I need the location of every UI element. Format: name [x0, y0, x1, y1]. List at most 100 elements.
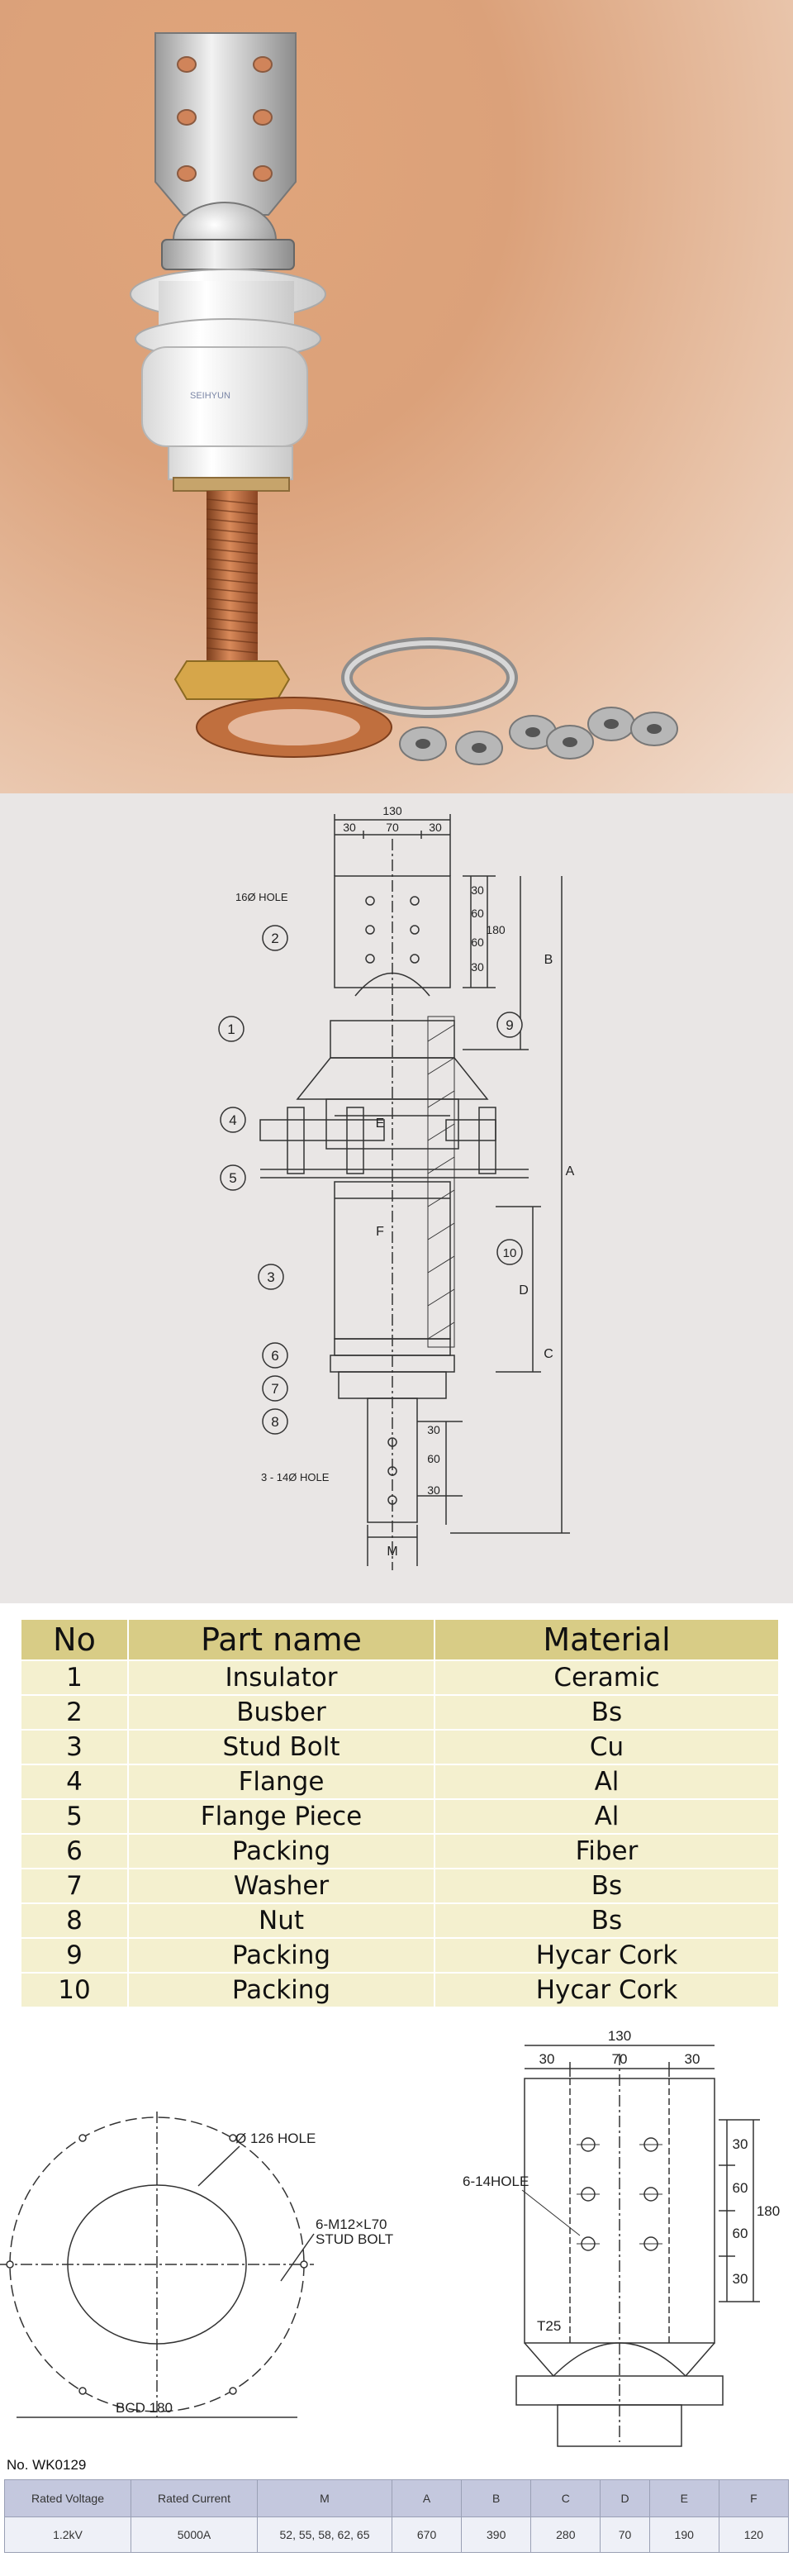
cell-no: 6: [20, 1833, 129, 1869]
cell-c: 280: [530, 2516, 601, 2553]
cell-no: 1: [20, 1659, 129, 1696]
dim-top-width: 130: [382, 804, 402, 817]
cell-no: 2: [20, 1694, 129, 1731]
terminal-top-width: 130: [608, 2028, 631, 2044]
header-part-name: Part name: [127, 1618, 435, 1661]
cell-material: Cu: [434, 1729, 780, 1765]
rating-section: No. WK0129 Rated Voltage Rated Current M…: [0, 2450, 793, 2576]
dim-right-3: 60: [471, 936, 484, 949]
dim-letter-f: F: [376, 1225, 384, 1239]
terminal-seg1: 30: [539, 2051, 555, 2067]
dim-right-total: 180: [486, 923, 506, 936]
cell-part-name: Busber: [127, 1694, 435, 1731]
stud-bolt-label-1: 6-M12×L70: [316, 2217, 387, 2232]
header-c: C: [530, 2479, 601, 2517]
cell-f: 120: [718, 2516, 790, 2553]
cell-e: 190: [648, 2516, 719, 2553]
terminal-seg3: 30: [685, 2051, 700, 2067]
rating-header-row: Rated Voltage Rated Current M A B C D E …: [4, 2479, 790, 2517]
hole-bottom-label: 3 - 14Ø HOLE: [261, 1471, 330, 1483]
cell-no: 10: [20, 1972, 129, 2008]
product-photo: SEIHYUN: [0, 0, 793, 793]
header-d: D: [600, 2479, 650, 2517]
cell-material: Hycar Cork: [434, 1937, 780, 1974]
cell-material: Bs: [434, 1868, 780, 1904]
model-code: No. WK0129: [7, 2457, 87, 2473]
dim-letter-e: E: [376, 1117, 385, 1131]
cell-part-name: Washer: [127, 1868, 435, 1904]
balloon-10: 10: [503, 1246, 517, 1260]
balloon-7: 7: [271, 1381, 278, 1397]
bushing-section-drawing: 1 2 3 4 5 6 7 8 9 10 130 30 70 30 30 60 …: [218, 804, 575, 1570]
cell-m: 52, 55, 58, 62, 65: [257, 2516, 392, 2553]
cell-material: Al: [434, 1798, 780, 1835]
header-rated-voltage: Rated Voltage: [4, 2479, 131, 2517]
cell-no: 7: [20, 1868, 129, 1904]
balloon-6: 6: [271, 1348, 278, 1364]
balloon-9: 9: [506, 1017, 513, 1033]
header-no: No: [20, 1618, 129, 1661]
terminal-t25-label: T25: [537, 2318, 561, 2334]
terminal-seg2: 70: [612, 2051, 628, 2067]
header-f: F: [718, 2479, 790, 2517]
balloon-4: 4: [229, 1112, 236, 1128]
dim-right-4: 30: [471, 960, 484, 974]
cell-rated-current: 5000A: [131, 2516, 258, 2553]
cell-b: 390: [461, 2516, 532, 2553]
cell-part-name: Stud Bolt: [127, 1729, 435, 1765]
cell-part-name: Packing: [127, 1937, 435, 1974]
terminal-v2: 60: [733, 2180, 748, 2196]
dim-right-2: 60: [471, 907, 484, 920]
header-m: M: [257, 2479, 392, 2517]
rating-table: Rated Voltage Rated Current M A B C D E …: [4, 2479, 790, 2553]
cell-no: 8: [20, 1902, 129, 1939]
cell-material: Bs: [434, 1694, 780, 1731]
dim-bottom-3: 30: [427, 1483, 440, 1497]
cell-material: Bs: [434, 1902, 780, 1939]
dim-letter-d: D: [519, 1283, 529, 1298]
terminal-hole-label: 6-14HOLE: [463, 2174, 529, 2189]
cell-part-name: Packing: [127, 1833, 435, 1869]
cell-part-name: Packing: [127, 1972, 435, 2008]
dim-bottom-2: 60: [427, 1452, 440, 1465]
stud-bolt-label-2: STUD BOLT: [316, 2231, 393, 2247]
bushing-photo-illustration: SEIHYUN: [130, 32, 678, 765]
header-a: A: [391, 2479, 463, 2517]
cell-part-name: Flange Piece: [127, 1798, 435, 1835]
hole-top-label: 16Ø HOLE: [235, 891, 288, 903]
cell-part-name: Insulator: [127, 1659, 435, 1696]
cell-part-name: Nut: [127, 1902, 435, 1939]
dim-right-1: 30: [471, 883, 484, 897]
terminal-v1: 30: [733, 2136, 748, 2152]
cell-no: 9: [20, 1937, 129, 1974]
bottom-drawings: Ø 126 HOLE 6-M12×L70 STUD BOLT BCD 180: [0, 2021, 793, 2450]
cell-rated-voltage: 1.2kV: [4, 2516, 131, 2553]
balloon-3: 3: [267, 1269, 274, 1285]
flange-and-terminal-drawing: Ø 126 HOLE 6-M12×L70 STUD BOLT BCD 180: [0, 2028, 780, 2447]
brand-mark: SEIHYUN: [190, 391, 230, 401]
terminal-v3: 60: [733, 2226, 748, 2241]
terminal-v4: 30: [733, 2271, 748, 2287]
cell-no: 4: [20, 1764, 129, 1800]
header-rated-current: Rated Current: [131, 2479, 258, 2517]
dim-letter-c: C: [544, 1347, 553, 1361]
cell-material: Ceramic: [434, 1659, 780, 1696]
balloon-2: 2: [271, 931, 278, 946]
dim-letter-m: M: [387, 1545, 397, 1559]
cell-no: 3: [20, 1729, 129, 1765]
cell-d: 70: [600, 2516, 650, 2553]
technical-drawing: 1 2 3 4 5 6 7 8 9 10 130 30 70 30 30 60 …: [0, 793, 793, 1603]
dim-top-seg2: 70: [386, 821, 399, 834]
hole-126-label: Ø 126 HOLE: [235, 2131, 316, 2146]
